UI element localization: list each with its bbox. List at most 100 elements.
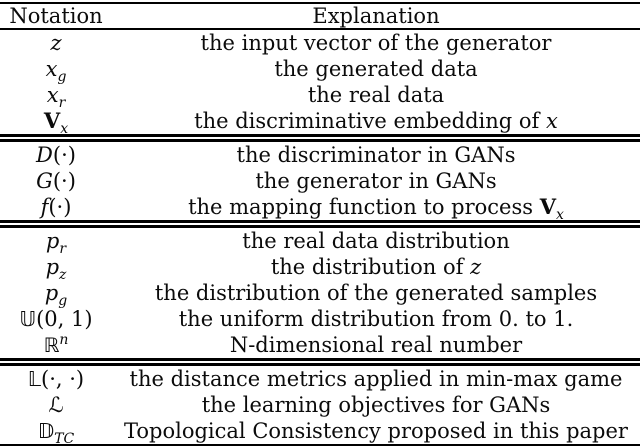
notation-subscript: x (60, 121, 69, 138)
explanation-cell: the generated data (112, 56, 640, 82)
explanation-text: the generated data (274, 57, 478, 81)
explanation-text: Topological Consistency proposed in this… (124, 419, 628, 443)
explanation-math: x (546, 109, 558, 133)
notation-subscript: r (59, 241, 67, 258)
table-row: f(·) the mapping function to process Vx (0, 194, 640, 224)
notation-args: (·) (52, 169, 76, 193)
explanation-cell: the discriminator in GANs (112, 134, 640, 168)
notation-symbol: 𝕃 (27, 367, 41, 391)
explanation-text: the distance metrics applied in min-max … (129, 367, 623, 391)
notation-args: (·) (52, 143, 76, 167)
notation-superscript: n (59, 332, 69, 348)
table-row: ℒ the learning objectives for GANs (0, 392, 640, 418)
notation-cell: 𝔻TC (0, 418, 112, 447)
table-row: xr the real data (0, 82, 640, 112)
table-row: 𝕌(0, 1) the uniform distribution from 0.… (0, 306, 640, 332)
explanation-cell: the distribution of z (112, 254, 640, 280)
explanation-text: the uniform distribution from 0. to 1. (178, 307, 574, 331)
table-row: 𝔻TC Topological Consistency proposed in … (0, 418, 640, 447)
notation-symbol: ℒ (48, 393, 64, 417)
notation-symbol: D (36, 143, 53, 167)
section-distributions: pr the real data distribution pz the dis… (0, 220, 640, 362)
header-row: Notation Explanation (0, 3, 640, 30)
explanation-text: the input vector of the generator (200, 31, 552, 55)
table-row: z the input vector of the generator (0, 29, 640, 56)
notation-cell: f(·) (0, 194, 112, 224)
notation-cell: ℒ (0, 392, 112, 418)
notation-symbol: p (45, 255, 60, 279)
explanation-cell: the learning objectives for GANs (112, 392, 640, 418)
explanation-math: V (539, 194, 557, 219)
notation-args: (·, ·) (41, 367, 85, 391)
notation-cell: D(·) (0, 134, 112, 168)
notation-cell: pr (0, 220, 112, 258)
explanation-text: the real data distribution (242, 229, 510, 253)
notation-symbol: p (44, 281, 59, 305)
explanation-cell: the discriminative embedding of x (112, 108, 640, 138)
explanation-text: the distribution of the generated sample… (154, 281, 598, 305)
notation-symbol: x (45, 57, 58, 81)
explanation-cell: the input vector of the generator (112, 29, 640, 56)
explanation-cell: the real data (112, 82, 640, 108)
notation-subscript: r (58, 95, 66, 112)
explanation-cell: the mapping function to process Vx (112, 194, 640, 224)
table-row: ℝn N-dimensional real number (0, 332, 640, 362)
notation-subscript: g (58, 293, 68, 310)
explanation-text: the generator in GANs (255, 169, 497, 193)
notation-cell: pz (0, 254, 112, 284)
explanation-text: the mapping function to process (188, 195, 540, 219)
explanation-cell: the generator in GANs (112, 168, 640, 194)
explanation-cell: the real data distribution (112, 220, 640, 254)
notation-symbol: p (45, 229, 60, 253)
explanation-cell: N-dimensional real number (112, 332, 640, 362)
notation-symbol: V (43, 108, 61, 133)
notation-symbol: 𝕌 (19, 307, 37, 331)
notation-subscript: g (57, 69, 67, 86)
explanation-text: the discriminator in GANs (236, 143, 516, 167)
column-header-explanation: Explanation (112, 3, 640, 30)
table-header: Notation Explanation (0, 3, 640, 30)
explanation-text: the learning objectives for GANs (201, 393, 551, 417)
explanation-cell: Topological Consistency proposed in this… (112, 418, 640, 445)
explanation-text: N-dimensional real number (229, 333, 523, 357)
notation-cell: 𝕌(0, 1) (0, 306, 112, 332)
notation-cell: xr (0, 82, 112, 112)
notation-cell: G(·) (0, 168, 112, 194)
explanation-math: z (470, 255, 482, 279)
notation-symbol: f (40, 195, 49, 219)
explanation-cell: the distribution of the generated sample… (112, 280, 640, 306)
table-row: pz the distribution of z (0, 254, 640, 284)
notation-cell: pg (0, 280, 112, 310)
section-objectives: 𝕃(·, ·) the distance metrics applied in … (0, 358, 640, 447)
table-row: 𝕃(·, ·) the distance metrics applied in … (0, 358, 640, 392)
notation-cell: ℝn (0, 332, 112, 362)
notation-cell: xg (0, 56, 112, 86)
table-row: pr the real data distribution (0, 220, 640, 258)
notation-symbol: x (46, 83, 59, 107)
explanation-cell: the uniform distribution from 0. to 1. (112, 306, 640, 332)
explanation-text: the real data (307, 83, 445, 107)
notation-symbol: ℝ (43, 333, 60, 357)
table-row: D(·) the discriminator in GANs (0, 134, 640, 168)
explanation-text: the discriminative embedding of (194, 109, 547, 133)
table-row: pg the distribution of the generated sam… (0, 280, 640, 310)
notation-cell: Vx (0, 108, 112, 138)
table-row: G(·) the generator in GANs (0, 168, 640, 194)
table-row: Vx the discriminative embedding of x (0, 108, 640, 138)
table-row: xg the generated data (0, 56, 640, 86)
explanation-cell: the distance metrics applied in min-max … (112, 358, 640, 392)
explanation-text: the distribution of (270, 255, 471, 279)
notation-args: (·) (48, 195, 72, 219)
notation-cell: z (0, 29, 112, 56)
notation-subscript: TC (54, 431, 75, 447)
section-data-symbols: z the input vector of the generator xg t… (0, 29, 640, 138)
notation-subscript: z (59, 267, 67, 284)
notation-cell: 𝕃(·, ·) (0, 358, 112, 392)
explanation-math-subscript: x (556, 207, 564, 224)
notation-args: (0, 1) (36, 307, 93, 331)
column-header-notation: Notation (0, 3, 112, 30)
notation-symbol: 𝔻 (37, 419, 55, 443)
notation-symbol: z (50, 31, 62, 55)
